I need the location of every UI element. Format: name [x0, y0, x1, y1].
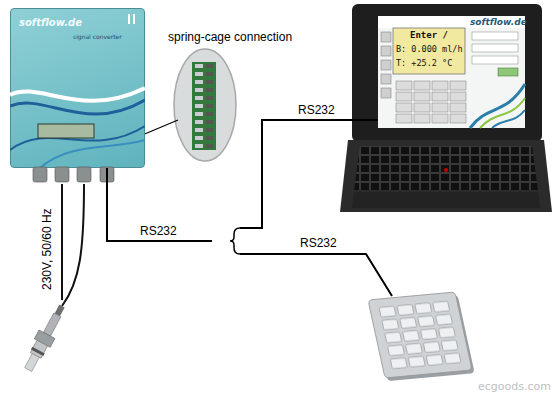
- rs232-cable: [107, 120, 378, 241]
- software-title: softflow.de: [470, 17, 527, 27]
- signal-name: RS232: [298, 103, 335, 117]
- device-type: signal converter: [73, 33, 122, 40]
- power-cable: [61, 184, 63, 300]
- laptop: [340, 4, 552, 212]
- watermark: ecgoods.com: [478, 380, 551, 393]
- laptop-screen: softflow.deEnter / B: 0.000 ml/h T: +25.2 …: [378, 16, 525, 128]
- signal-name: RS232: [140, 224, 177, 238]
- signal-name: RS232: [300, 236, 337, 250]
- converter-box: softflow.de signal converter: [10, 8, 145, 168]
- flow-reading: B: 0.000 ml/h: [396, 44, 463, 54]
- sensor-cable: [62, 184, 84, 306]
- flow-sensor: [20, 302, 70, 374]
- bracket: [230, 228, 240, 254]
- keypad-cable: [240, 254, 392, 296]
- keypad: [368, 292, 475, 382]
- display-prompt: Enter /: [393, 30, 465, 40]
- supply-voltage: 230V, 50/60 Hz: [40, 208, 54, 290]
- brand-name: softflow.de: [19, 17, 82, 28]
- callout-label: spring-cage connection: [168, 30, 292, 44]
- temperature-reading: T: +25.2 °C: [396, 58, 452, 68]
